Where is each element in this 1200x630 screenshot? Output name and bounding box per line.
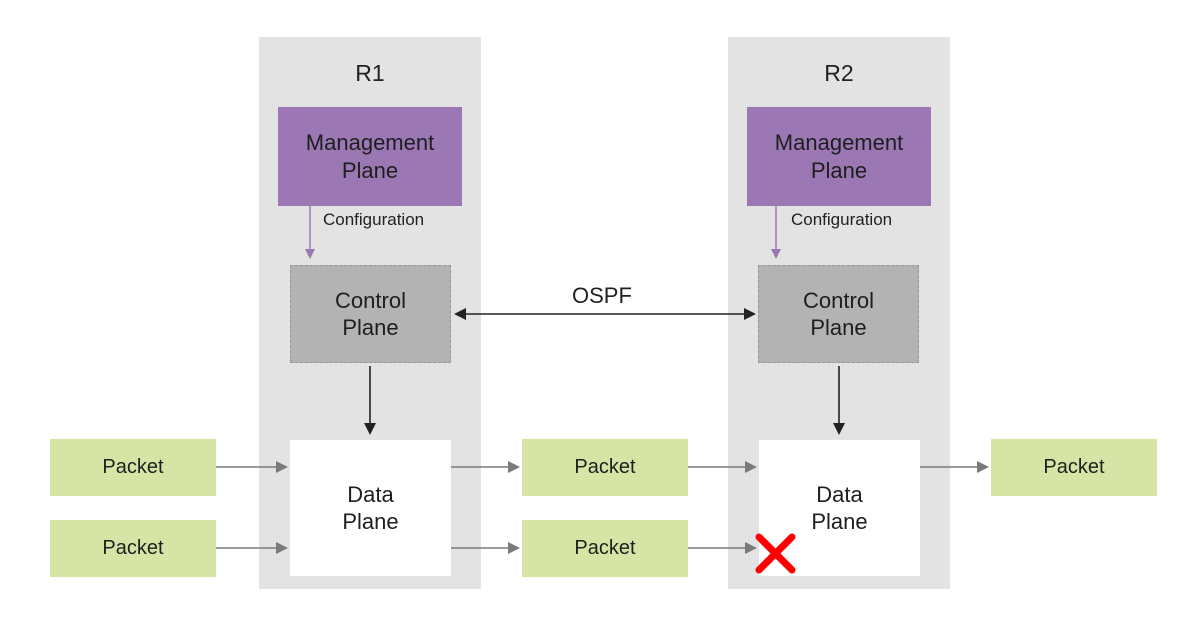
packet-in-bottom: Packet (50, 520, 216, 577)
r1-management-plane: Management Plane (278, 107, 462, 206)
packet-mid-bottom: Packet (522, 520, 688, 577)
packet-mid-top: Packet (522, 439, 688, 496)
r2-management-plane: Management Plane (747, 107, 931, 206)
r1-configuration-label: Configuration (323, 210, 425, 229)
router-r2-title: R2 (824, 60, 854, 86)
packet-out-top: Packet (991, 439, 1157, 496)
r1-data-plane: Data Plane (290, 440, 451, 576)
router-r1-title: R1 (355, 60, 385, 86)
ospf-label: OSPF (572, 283, 632, 308)
r2-data-plane: Data Plane (759, 440, 920, 576)
packet-in-top: Packet (50, 439, 216, 496)
x-mark-icon (755, 533, 796, 574)
r1-control-plane: Control Plane (290, 265, 451, 363)
r2-control-plane: Control Plane (758, 265, 919, 363)
r2-configuration-label: Configuration (791, 210, 893, 229)
